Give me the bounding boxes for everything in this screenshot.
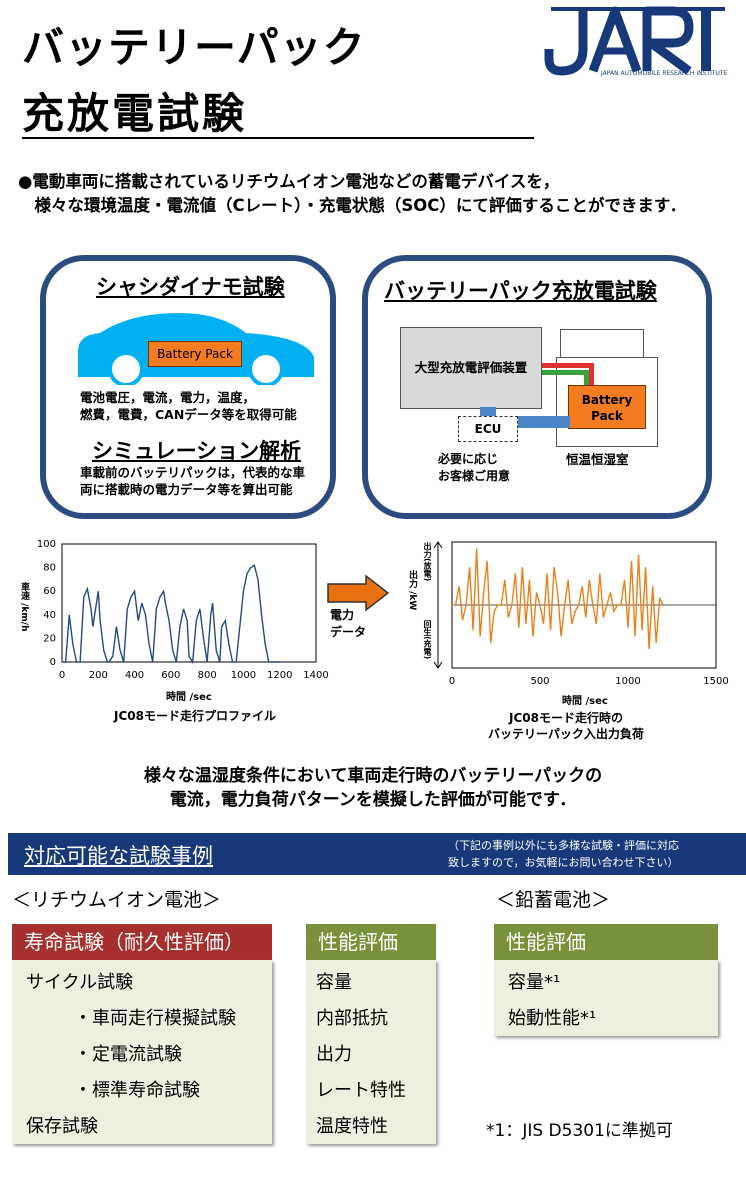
power-chart-svg: 0 500 1000 1500	[433, 541, 729, 687]
perf-item-capacity: 容量	[316, 972, 352, 993]
life-item-storage: 保存試験	[26, 1116, 98, 1137]
speed-xtick-label: 800	[198, 670, 217, 681]
arrow-icon	[327, 574, 390, 612]
battery-pack-label: Battery Pack	[148, 341, 242, 367]
lead-heading: ＜鉛蓄電池＞	[496, 889, 611, 911]
power-cable-red-v	[589, 363, 594, 385]
lead-item-capacity: 容量*¹	[508, 972, 561, 993]
test-cases-banner: 対応可能な試験事例 （下記の事例以外にも多様な試験・評価に対応 致しますので，お…	[8, 833, 746, 875]
power-xtick-label: 500	[530, 676, 549, 687]
page-title-line1: バッテリーパック	[22, 23, 366, 72]
simulation-title: シミュレーション解析	[92, 439, 302, 463]
lead-item-starting: 始動性能*¹	[508, 1008, 597, 1029]
life-test-table: 寿命試験（耐久性評価） サイクル試験 ・車両走行模擬試験 ・定電流試験 ・標準寿…	[12, 924, 272, 1144]
power-cable-green	[538, 370, 590, 375]
speed-xtick-label: 400	[125, 670, 144, 681]
life-test-header: 寿命試験（耐久性評価）	[12, 924, 272, 960]
speed-chart-xlabel: 時間 /sec	[166, 692, 212, 703]
ecu-note: 必要に応じ お客様ご用意	[438, 452, 511, 483]
battery-test-title: バッテリーパック充放電試験	[384, 279, 657, 303]
ecu-box: ECU	[458, 416, 518, 442]
power-cable-green-v	[584, 370, 589, 385]
perf-item-resistance: 内部抵抗	[316, 1008, 388, 1029]
power-xtick-label: 1500	[703, 676, 728, 687]
jis-footnote: *1：JIS D5301に準拠可	[486, 1121, 673, 1141]
power-chart-caption: JC08モード走行時の バッテリーパック入出力負荷	[488, 711, 644, 741]
speed-ytick-label: 60	[43, 586, 56, 597]
chamber-top	[560, 329, 644, 361]
speed-chart-caption: JC08モード走行プロファイル	[114, 709, 276, 723]
li-performance-header: 性能評価	[306, 924, 436, 960]
speed-chart-ylabel: 車速 /km/h	[19, 582, 29, 632]
test-cases-title: 対応可能な試験事例	[24, 844, 213, 868]
intro-text: ●電動車両に搭載されているリチウムイオン電池などの蓄電デバイスを， 様々な環境温…	[18, 172, 687, 215]
battery-pack-box: Battery Pack	[568, 385, 646, 429]
charge-discharge-device: 大型充放電評価装置	[400, 327, 542, 409]
power-xtick-label: 0	[449, 676, 455, 687]
lead-performance-header: 性能評価	[494, 924, 718, 960]
ecu-link-horizontal	[516, 416, 570, 428]
perf-item-output: 出力	[316, 1044, 352, 1065]
power-chart-ylabel: 出力 /kW	[407, 570, 417, 611]
battery-pack-line2: Pack	[591, 409, 623, 423]
chassis-dyno-title: シャシダイナモ試験	[96, 275, 285, 299]
power-axis-arrowheads	[433, 541, 443, 669]
life-item-constant-current: ・定電流試験	[74, 1044, 182, 1065]
speed-xtick-label: 200	[89, 670, 108, 681]
simulation-text: 車載前のバッテリパックは，代表的な車 両に搭載時の電力データ等を算出可能	[80, 465, 306, 497]
lithium-heading: ＜リチウムイオン電池＞	[12, 889, 222, 911]
speed-ytick-label: 40	[43, 610, 56, 621]
speed-ytick-label: 80	[43, 563, 56, 574]
speed-ytick-label: 100	[37, 539, 56, 550]
page-title-line2: 充放電試験	[22, 89, 248, 138]
speed-xtick-label: 1000	[231, 670, 256, 681]
li-performance-table: 性能評価 容量 内部抵抗 出力 レート特性 温度特性	[306, 924, 436, 1144]
power-chart: 0 500 1000 1500 出力 /kW 出力(放電) 回生(充電) 時間 /se…	[398, 528, 734, 744]
speed-series-line	[62, 564, 281, 665]
title-underline	[22, 137, 534, 139]
speed-xtick-label: 1200	[267, 670, 292, 681]
logo-subtext: JAPAN AUTOMOBILE RESEARCH INSTITUTE	[601, 70, 728, 77]
battery-pack-line1: Battery	[581, 393, 633, 407]
life-item-standard-life: ・標準寿命試験	[74, 1080, 200, 1101]
speed-ytick-label: 0	[50, 657, 56, 668]
power-series-line	[452, 548, 664, 650]
ecu-link-vertical	[480, 407, 496, 417]
jari-logo: JAPAN AUTOMOBILE RESEARCH INSTITUTE	[543, 5, 743, 83]
power-chart-xlabel: 時間 /sec	[562, 696, 608, 707]
power-cable-red	[538, 363, 594, 368]
lead-performance-body: 容量*¹ 始動性能*¹	[494, 960, 718, 1036]
speed-plot-area	[61, 543, 317, 663]
perf-item-temperature: 温度特性	[316, 1116, 388, 1137]
battery-test-panel: バッテリーパック充放電試験 大型充放電評価装置 Battery Pack ECU…	[362, 255, 712, 519]
life-test-body: サイクル試験 ・車両走行模擬試験 ・定電流試験 ・標準寿命試験 保存試験	[12, 960, 272, 1144]
speed-xtick-label: 0	[59, 670, 65, 681]
arrow-label: 電力 データ	[330, 608, 367, 639]
power-xtick-label: 1000	[615, 676, 640, 687]
evaluation-statement: 様々な温湿度条件において車両走行時のバッテリーパックの 電流，電力負荷パターンを…	[143, 766, 603, 810]
power-chart-ylabel-top: 出力(放電)	[423, 542, 432, 582]
speed-ytick-label: 20	[43, 633, 56, 644]
lead-performance-table: 性能評価 容量*¹ 始動性能*¹	[494, 924, 718, 1036]
speed-xtick-label: 600	[161, 670, 180, 681]
perf-item-rate: レート特性	[316, 1080, 406, 1101]
li-performance-body: 容量 内部抵抗 出力 レート特性 温度特性	[306, 960, 436, 1144]
power-chart-ylabel-bottom: 回生(充電)	[423, 620, 432, 660]
life-item-vehicle-sim: ・車両走行模擬試験	[74, 1008, 236, 1029]
speed-xtick-label: 1400	[303, 670, 328, 681]
life-item-cycle: サイクル試験	[26, 972, 134, 993]
chamber-label: 恒温恒湿室	[566, 452, 629, 467]
chassis-data-text: 電池電圧，電流，電力，温度， 燃費，電費，CANデータ等を取得可能	[80, 390, 297, 422]
test-cases-note: （下記の事例以外にも多様な試験・評価に対応 致しますので，お気軽にお問い合わせ下…	[448, 839, 679, 869]
chassis-dyno-panel: シャシダイナモ試験 Battery Pack 電池電圧，電流，電力，温度， 燃費…	[40, 255, 336, 519]
